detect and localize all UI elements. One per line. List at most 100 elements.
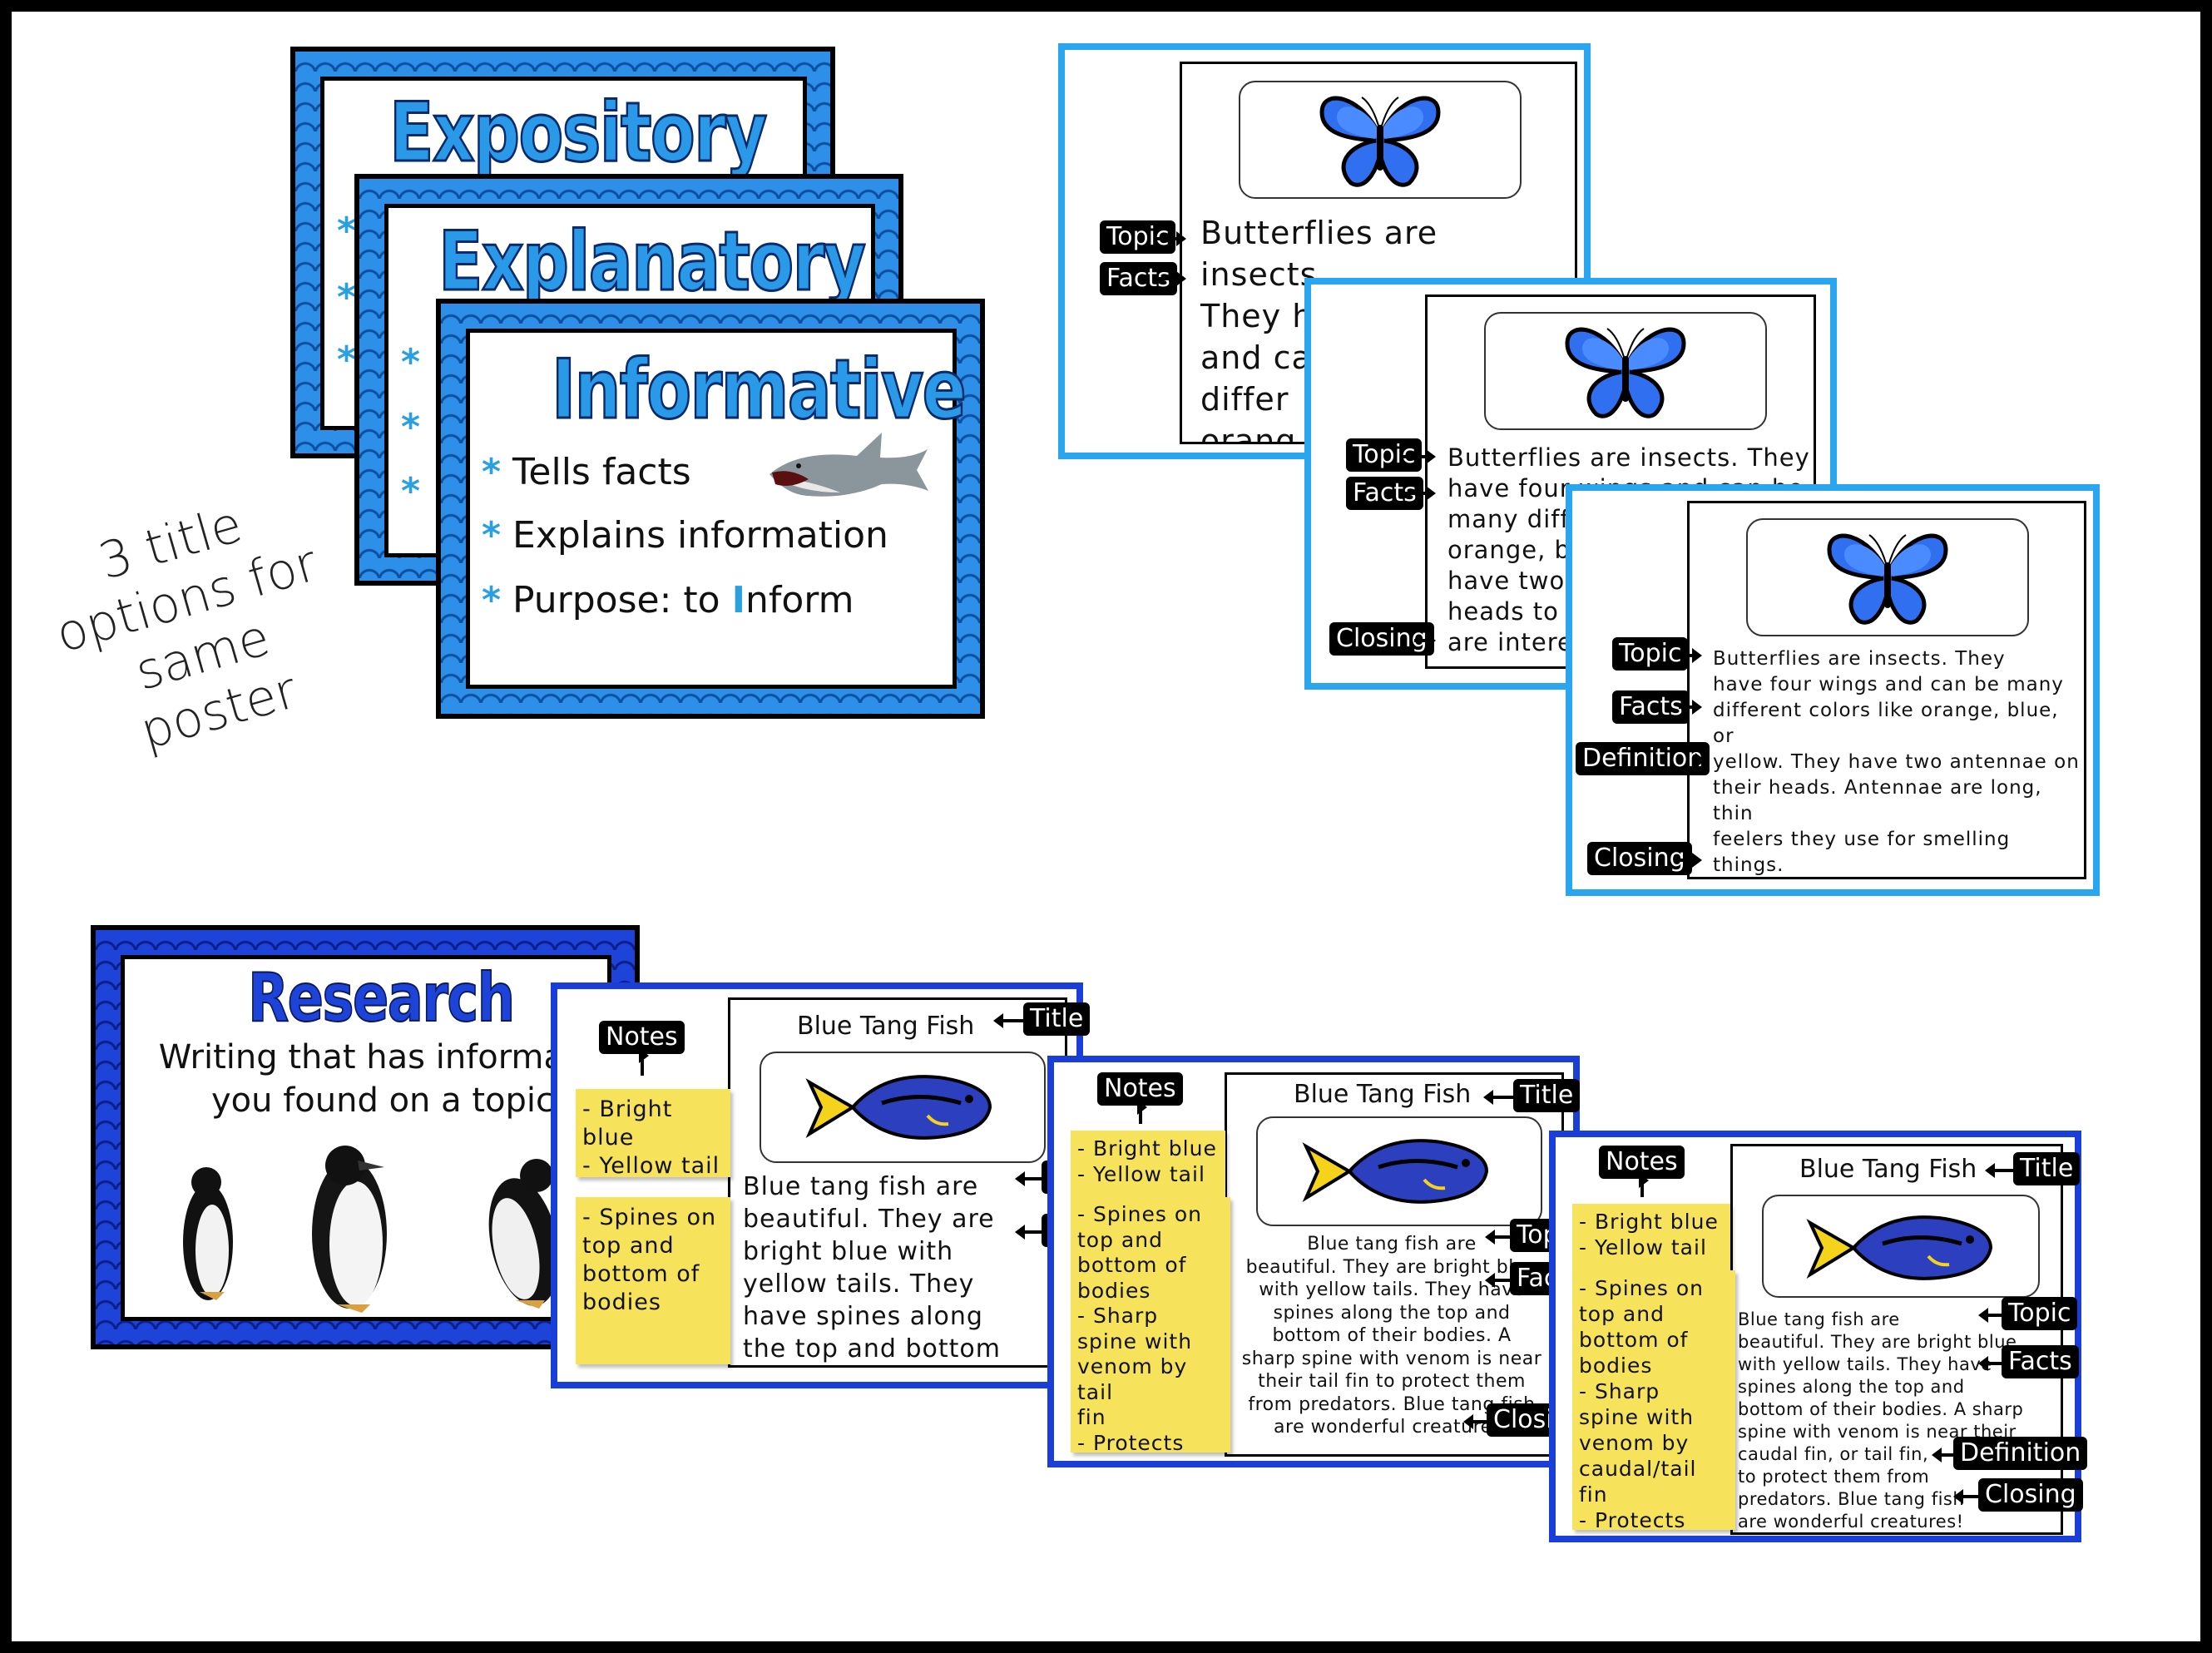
topic-label: Topic: [2002, 1297, 2078, 1330]
butterfly-icon: [1565, 327, 1686, 418]
bullet-star: *: [401, 341, 421, 384]
topic-arrow: [1156, 231, 1186, 246]
topic-arrow: [1485, 1230, 1510, 1245]
definition-label: Definition: [1576, 742, 1710, 775]
poster-title-expository: Expository: [388, 85, 769, 182]
facts-arrow: [1156, 271, 1186, 286]
butterfly-image-box: [1484, 312, 1767, 430]
fish-card-1: Blue Tang Fish Blue tang fish are beauti…: [728, 997, 1067, 1368]
notes-label: Notes: [599, 1021, 685, 1054]
fish-image-box: [1256, 1116, 1542, 1226]
fish-icon: [1302, 1139, 1489, 1204]
title-label: Title: [1023, 1002, 1091, 1036]
definition-arrow: [1694, 753, 1705, 768]
closing-label: Closing: [1978, 1478, 2083, 1512]
penguin: [183, 1167, 233, 1300]
poster-inner: Research Writing that has informatio you…: [121, 955, 611, 1321]
poster-inner: Informative * Tells facts * Explains inf…: [466, 329, 967, 689]
topic-arrow: [1978, 1308, 2002, 1323]
butterfly-card-3-text: Butterflies are insects. They have four …: [1713, 648, 2080, 876]
sticky-note-1: - Bright blue - Yellow tail: [576, 1089, 730, 1179]
facts-arrow: [1403, 486, 1436, 501]
penguin: [312, 1146, 387, 1313]
notes-label: Notes: [1097, 1072, 1183, 1106]
closing-arrow: [1414, 633, 1436, 648]
sticky-note-2: - Spines on top and bottom of bodies - S…: [1572, 1270, 1735, 1532]
topic-label: Topic: [1612, 637, 1689, 671]
title-arrow: [1985, 1163, 2013, 1178]
bullet-star: *: [401, 406, 421, 448]
bullet-text: Purpose: to: [512, 579, 732, 621]
definition-label: Definition: [1953, 1437, 2088, 1470]
closing-arrow: [1463, 1414, 1487, 1429]
facts-arrow: [1485, 1273, 1510, 1288]
bullet-text: nform: [745, 579, 854, 621]
topic-label: Topic: [1100, 220, 1176, 254]
page: Expository * * * Explanatory * * * Infor…: [12, 12, 2200, 1641]
topic-arrow: [1403, 449, 1436, 464]
bullet-star: *: [482, 579, 502, 621]
notes-arrow: [639, 1048, 649, 1076]
topic-arrow: [1679, 648, 1702, 663]
fish-card-3-title: Blue Tang Fish: [1799, 1155, 1977, 1184]
title-label: Title: [1513, 1079, 1581, 1112]
fish-image-box: [760, 1052, 1046, 1163]
research-title: Research: [247, 958, 516, 1037]
informative-bullet-2: * Explains information: [482, 514, 888, 557]
closing-label: Closing: [1587, 842, 1692, 875]
notes-arrow: [1639, 1173, 1649, 1197]
bullet-text: Tells facts: [512, 451, 691, 493]
informative-bullet-3: * Purpose: to Inform: [482, 579, 854, 621]
butterfly-icon: [1319, 96, 1441, 187]
sticky-note-2: - Spines on top and bottom of bodies - S…: [1071, 1197, 1230, 1455]
title-options-note: 3 title options for same poster: [49, 495, 324, 761]
facts-label: Facts: [2002, 1345, 2079, 1378]
fish-card-1-title: Blue Tang Fish: [797, 1012, 975, 1041]
fish-card-3-text: Blue tang fish are beautiful. They are b…: [1738, 1309, 2024, 1532]
fish-frame-2: Blue Tang Fish Blue tang fish are beauti…: [1047, 1056, 1581, 1467]
title-arrow: [1483, 1090, 1513, 1105]
facts-arrow: [1679, 700, 1702, 715]
butterfly-card-2: Butterflies are insects. They have four …: [1425, 294, 1816, 669]
bullet-star: *: [337, 210, 357, 252]
bullet-star: *: [337, 339, 357, 381]
penguin: [488, 1159, 560, 1309]
shark-image: [769, 433, 928, 497]
fish-card-3: Blue Tang Fish Blue tang fish are beauti…: [1730, 1144, 2063, 1535]
bullet-text: Explains information: [512, 514, 888, 557]
butterfly-icon: [1827, 533, 1948, 625]
bullet-highlight: I: [731, 579, 745, 621]
facts-arrow: [1015, 1225, 1042, 1240]
butterfly-card-2-text: Butterflies are insects. They have four …: [1447, 443, 1810, 656]
butterfly-image-box: [1239, 81, 1522, 199]
poster-title-explanatory: Explanatory: [438, 214, 867, 311]
fish-image-box: [1762, 1195, 2040, 1298]
title-arrow: [993, 1013, 1023, 1028]
sticky-note-1: - Bright blue - Yellow tail: [1572, 1204, 1730, 1279]
butterfly-image-box: [1746, 518, 2029, 636]
bullet-star: *: [482, 451, 502, 493]
fish-card-1-text: Blue tang fish are beautiful. They are b…: [743, 1172, 1001, 1363]
sticky-note-1: - Bright blue - Yellow tail: [1071, 1131, 1225, 1205]
notes-arrow: [1137, 1100, 1147, 1124]
fish-icon: [805, 1075, 992, 1140]
topic-arrow: [1015, 1171, 1042, 1186]
butterfly-card-3: Butterflies are insects. They have four …: [1687, 501, 2086, 879]
bullet-star: *: [482, 514, 502, 557]
fish-icon: [1806, 1215, 1993, 1280]
closing-arrow: [1679, 853, 1702, 868]
fish-frame-1: Blue Tang Fish Blue tang fish are beauti…: [551, 982, 1091, 1388]
bullet-star: *: [337, 276, 357, 319]
penguins-image: [183, 1146, 560, 1313]
closing-arrow: [1953, 1489, 1978, 1504]
sticky-note-2: - Spines on top and bottom of bodies: [576, 1197, 730, 1364]
fish-card-2-title: Blue Tang Fish: [1294, 1080, 1472, 1109]
fish-frame-3: Blue Tang Fish Blue tang fish are beauti…: [1549, 1131, 2088, 1542]
facts-label: Facts: [1612, 690, 1690, 724]
closing-label: Closing: [1329, 622, 1434, 656]
facts-arrow: [1978, 1356, 2002, 1371]
bullet-star: *: [401, 470, 421, 512]
definition-arrow: [1932, 1448, 1953, 1462]
title-label: Title: [2013, 1152, 2081, 1185]
poster-title-informative: Informative: [551, 342, 967, 439]
